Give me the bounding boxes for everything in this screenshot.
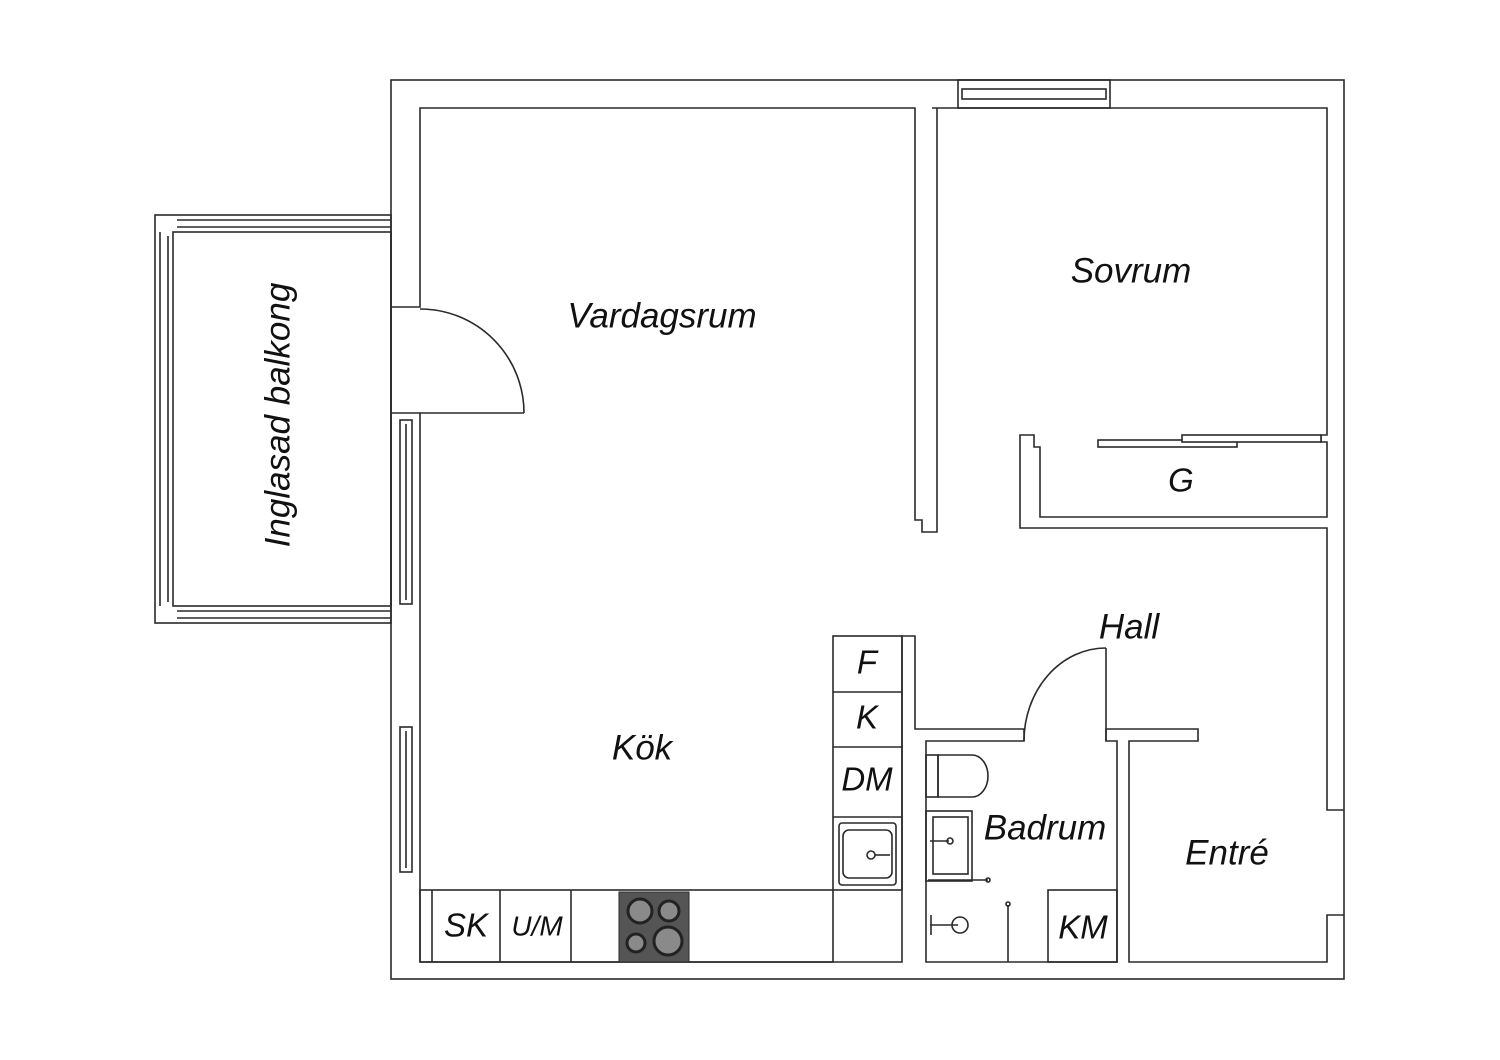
shower-icon (930, 901, 1011, 962)
fixture-label-washing-machine: KM (1058, 909, 1108, 946)
room-label-kitchen: Kök (612, 728, 674, 767)
room-label-living-room: Vardagsrum (567, 296, 756, 335)
room-label-entrance: Entré (1185, 833, 1269, 872)
fixture-label-fridge: F (857, 644, 879, 681)
room-label-balcony: Inglasad balkong (258, 282, 297, 547)
washing-machine-box (1047, 889, 1118, 963)
toilet-icon (925, 754, 989, 798)
fixture-label-oven-microwave: U/M (511, 910, 563, 941)
stove-icon (618, 891, 690, 963)
wardrobe-sliding-doors (1097, 434, 1322, 448)
room-label-bedroom: Sovrum (1071, 251, 1192, 290)
fixture-label-freezer: K (856, 699, 880, 736)
balcony (154, 214, 392, 624)
bathroom-door (1023, 647, 1107, 742)
walls (390, 79, 1345, 980)
fixture-label-dishwasher: DM (841, 761, 893, 798)
washbasin-icon (925, 810, 991, 883)
balcony-door (419, 308, 525, 414)
fixture-label-cupboard: SK (444, 907, 490, 944)
kitchen-sink-icon (838, 822, 897, 886)
room-label-wardrobe: G (1168, 462, 1194, 499)
room-label-hall: Hall (1099, 607, 1161, 646)
room-label-bathroom: Badrum (984, 808, 1107, 847)
